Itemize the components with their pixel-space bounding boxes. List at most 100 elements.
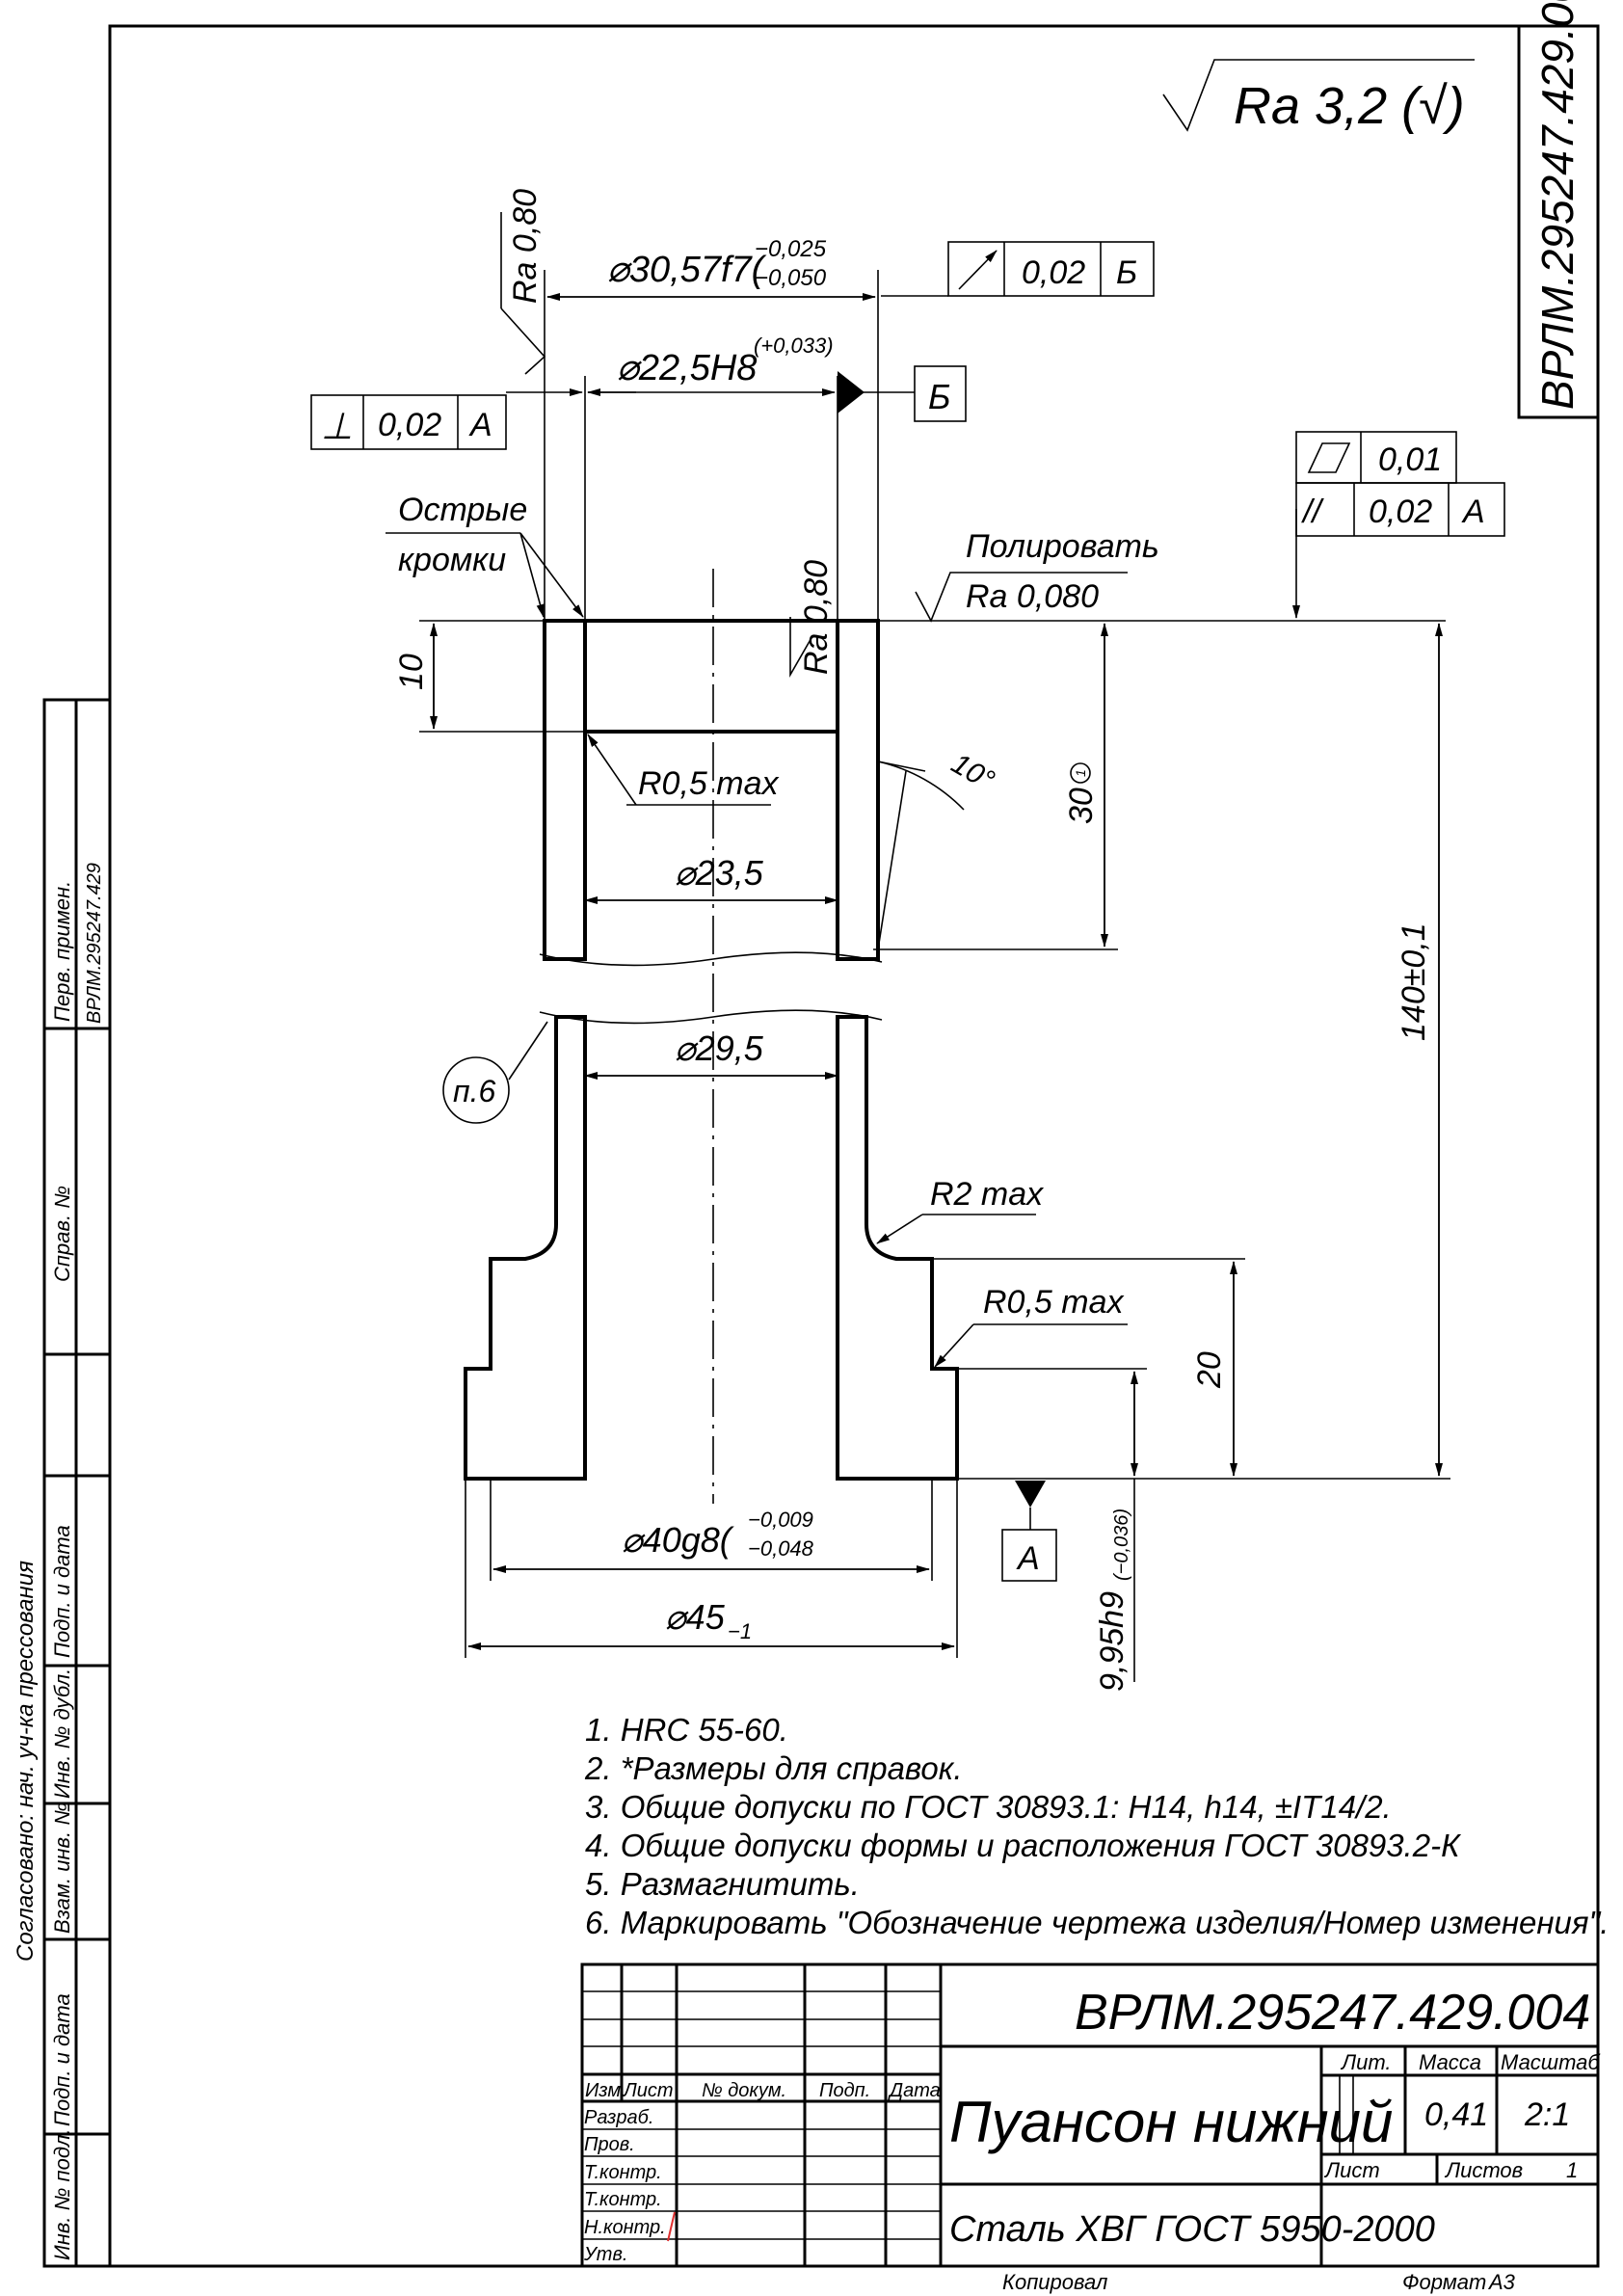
strip-vzam-inv: Взам. инв. №	[50, 1802, 74, 1934]
technical-notes: 1. HRC 55-60. 2. *Размеры для справок. 3…	[584, 1712, 1609, 1940]
note-5: 5. Размагнитить.	[585, 1866, 860, 1902]
tb-header-podp: Подп.	[819, 2080, 870, 2101]
tb-header-date: Дата	[888, 2080, 941, 2101]
tb-header-izm: Изм.	[585, 2080, 626, 2101]
break-line-top	[539, 951, 883, 967]
dim-angle: 10°	[946, 747, 1000, 796]
top-designation-box	[1517, 24, 1600, 419]
dim-r-bottom: R0,5 max	[983, 1284, 1124, 1321]
tb-designation: ВРЛМ.295247.429.004	[1075, 1985, 1590, 2041]
strip-perv-primen: Перв. примен.	[50, 881, 74, 1022]
ra-outer: Ra 0,80	[507, 189, 544, 304]
polish-ra: Ra 0,080	[966, 578, 1099, 615]
datum-a-label: А	[1016, 1540, 1040, 1577]
note-6: 6. Маркировать "Обозначение чертежа изде…	[585, 1905, 1609, 1940]
note-3: 3. Общие допуски по ГОСТ 30893.1: H14, h…	[585, 1789, 1392, 1825]
title-block: Изм. Лист № докум. Подп. Дата Разраб. Пр…	[580, 1962, 1601, 2294]
tb-role-nkontr: Н.контр.	[584, 2217, 666, 2238]
perp-value: 0,02	[378, 407, 441, 443]
dim-d-45-tol: −1	[728, 1619, 752, 1643]
red-mark	[667, 2211, 676, 2242]
tb-sheets: 1	[1566, 2158, 1578, 2182]
note-reference: п.6	[442, 1021, 548, 1124]
perpendicularity-frame: ⊥ 0,02 А	[310, 394, 507, 450]
break-line-bottom	[539, 1009, 883, 1025]
general-roughness-text: Ra 3,2 (√)	[1234, 77, 1465, 135]
dim-d-45: ⌀45	[665, 1597, 726, 1637]
dimensions: ⌀30,57f7( −0,025 −0,050 ⌀22,5H8 (+0,033)…	[393, 236, 1450, 1692]
runout-value: 0,02	[1022, 254, 1085, 291]
note-4: 4. Общие допуски формы и расположения ГО…	[585, 1828, 1461, 1863]
tb-part-name: Пуансон нижний	[949, 2090, 1393, 2154]
dim-h-30-mark: 1	[1073, 769, 1088, 777]
runout-arrow-icon	[958, 250, 998, 290]
tb-mass-label: Масса	[1419, 2050, 1481, 2074]
dim-h-20: 20	[1191, 1351, 1228, 1389]
tb-role-tkontr-1: Т.контр.	[584, 2162, 662, 2183]
tb-sheet-label: Лист	[1323, 2158, 1380, 2182]
dim-d-outer-top-lower: −0,050	[755, 265, 827, 291]
dim-d-29-5: ⌀29,5	[675, 1028, 764, 1068]
dim-r-fillet: R2 max	[930, 1176, 1044, 1213]
general-roughness: Ra 3,2 (√)	[1162, 59, 1475, 135]
dim-d-40-upper: −0,009	[748, 1508, 813, 1532]
tb-header-doc: № докум.	[702, 2080, 786, 2101]
dim-d-bore-tol: (+0,033)	[754, 334, 834, 358]
tb-scale: 2:1	[1524, 2096, 1570, 2133]
datum-b-triangle	[838, 371, 865, 414]
parallel-symbol: //	[1301, 494, 1324, 530]
tb-role-razrab: Разраб.	[584, 2107, 653, 2128]
ra-inner: Ra 0,80	[798, 560, 835, 675]
tb-format: А3	[1487, 2270, 1516, 2294]
dim-d-40: ⌀40g8(	[622, 1520, 735, 1560]
strip-podp-data-2: Подп. и дата	[50, 1993, 74, 2126]
tb-role-prov: Пров.	[584, 2134, 635, 2155]
tb-sheets-label: Листов	[1444, 2158, 1523, 2182]
tb-header-list: Лист	[622, 2080, 674, 2101]
dim-h-9-95-tol: (−0,036)	[1111, 1508, 1132, 1581]
dim-d-40-lower: −0,048	[748, 1536, 814, 1561]
sharp-edges-note: Острые кромки	[386, 492, 584, 618]
flat-value: 0,01	[1378, 441, 1442, 478]
dim-h-30: 30	[1063, 788, 1100, 824]
tb-role-tkontr-2: Т.контр.	[584, 2189, 662, 2210]
tb-material: Сталь ХВГ ГОСТ 5950-2000	[949, 2209, 1435, 2250]
parallel-datum: А	[1461, 494, 1485, 530]
parallel-value: 0,02	[1369, 494, 1432, 530]
strip-sprav-no: Справ. №	[50, 1186, 74, 1282]
strip-inv-dubl: Инв. № дубл.	[50, 1669, 74, 1799]
note-2: 2. *Размеры для справок.	[584, 1750, 963, 1786]
top-designation: ВРЛМ.295247.429.004	[1532, 0, 1583, 410]
flatness-parallelism-frame: 0,01 // 0,02 А	[1292, 431, 1505, 619]
strip-inv-podl: Инв. № подл.	[50, 2128, 74, 2260]
dim-d-23-5: ⌀23,5	[675, 853, 764, 893]
datum-b-label: Б	[928, 377, 950, 416]
part-section	[464, 569, 959, 1504]
sharp-edges-2: кромки	[398, 542, 506, 578]
datum-a: А	[1001, 1481, 1057, 1582]
sharp-edges-1: Острые	[398, 492, 527, 528]
agreed-note: Согласовано: нач. уч-ка прессования	[13, 1561, 39, 1962]
dim-d-outer-top: ⌀30,57f7(	[607, 250, 767, 290]
perp-datum: А	[468, 407, 492, 443]
tb-copied: Копировал	[1002, 2270, 1107, 2294]
note-1: 1. HRC 55-60.	[585, 1712, 788, 1748]
perp-symbol: ⊥	[321, 407, 353, 447]
flatness-icon	[1307, 442, 1351, 473]
tb-role-utv: Утв.	[583, 2244, 627, 2265]
tb-format-label: Формат	[1402, 2270, 1486, 2294]
runout-datum: Б	[1116, 254, 1137, 291]
roughness-marks: Ra 0,80 Ra 0,80 Полировать Ra 0,080	[500, 189, 1159, 678]
tb-mass: 0,41	[1424, 2096, 1488, 2133]
dim-h-9-95: 9,95h9	[1094, 1591, 1131, 1692]
dim-h-140: 140±0,1	[1396, 922, 1432, 1041]
runout-frame: 0,02 Б	[881, 241, 1155, 297]
strip-perv-primen-value: ВРЛМ.295247.429	[84, 863, 105, 1024]
dim-h-10: 10	[393, 654, 430, 690]
dim-d-outer-top-upper: −0,025	[755, 236, 827, 262]
dim-d-bore: ⌀22,5H8	[617, 348, 757, 388]
tb-scale-label: Масштаб	[1501, 2050, 1601, 2074]
left-strip: Перв. примен. ВРЛМ.295247.429 Справ. № П…	[13, 698, 112, 2268]
